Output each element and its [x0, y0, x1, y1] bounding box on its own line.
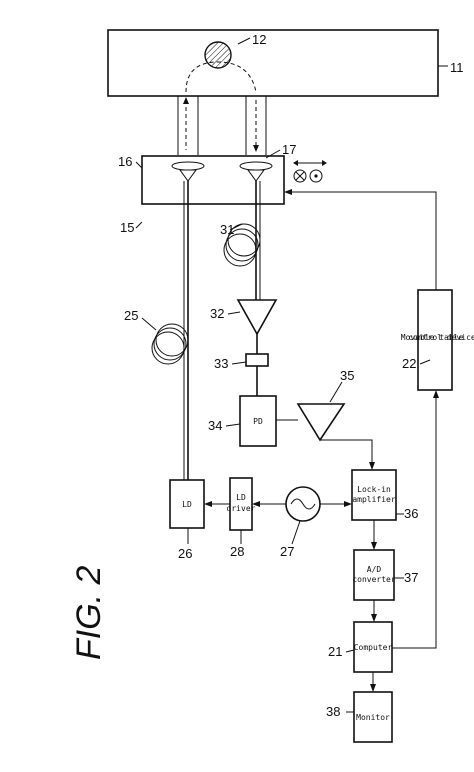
- mtcd-label-2: control device: [408, 333, 474, 342]
- svg-text:36: 36: [404, 506, 418, 521]
- svg-text:26: 26: [178, 546, 192, 561]
- svg-text:34: 34: [208, 418, 222, 433]
- ld-label: LD: [182, 500, 192, 509]
- ad-label-1: A/D: [367, 565, 382, 574]
- svg-text:11: 11: [450, 60, 464, 75]
- svg-text:16: 16: [118, 154, 132, 169]
- into-page-icon: [293, 169, 307, 183]
- electrical-amplifier: [296, 403, 346, 442]
- optical-filter: [245, 353, 269, 367]
- pd-label: PD: [253, 417, 263, 426]
- lockin-amplifier-box: [351, 469, 397, 521]
- optical-amplifier: [236, 299, 278, 336]
- svg-text:35: 35: [340, 368, 354, 383]
- reference-numerals: 11 12 15 16 17 21 22 25 26 27 28 31 32 3…: [118, 32, 464, 719]
- svg-text:15: 15: [120, 220, 134, 235]
- computer-box: [353, 621, 393, 673]
- pd-box: [239, 395, 277, 447]
- monitor-label: Monitor: [356, 713, 390, 722]
- figure-title: FIG. 2: [70, 565, 108, 660]
- svg-text:32: 32: [210, 306, 224, 321]
- svg-text:38: 38: [326, 704, 340, 719]
- movable-table-control-box: [417, 289, 453, 391]
- ad-label-2: converter: [352, 575, 396, 584]
- ld-box: [169, 479, 205, 529]
- svg-text:28: 28: [230, 544, 244, 559]
- mtcd-label-1: Movable table: [401, 333, 464, 342]
- svg-text:17: 17: [282, 142, 296, 157]
- ld-driver-label-2: driver: [227, 504, 256, 513]
- lockin-label-1: Lock-in: [357, 485, 391, 494]
- svg-text:37: 37: [404, 570, 418, 585]
- svg-text:12: 12: [252, 32, 266, 47]
- light-path-arc: [185, 61, 257, 93]
- sample-object-12: [204, 41, 232, 69]
- sample-stage-box: [107, 29, 439, 97]
- svg-text:25: 25: [124, 308, 138, 323]
- monitor-box: [353, 691, 393, 743]
- ld-driver-label-1: LD: [236, 493, 246, 502]
- movable-table: [141, 155, 285, 205]
- svg-text:31: 31: [220, 222, 234, 237]
- out-of-page-icon: [309, 169, 323, 183]
- lockin-label-2: amplifier: [352, 495, 396, 504]
- svg-text:33: 33: [214, 356, 228, 371]
- computer-label: Computer: [354, 643, 393, 652]
- svg-text:27: 27: [280, 544, 294, 559]
- svg-text:21: 21: [328, 644, 342, 659]
- svg-text:22: 22: [402, 356, 416, 371]
